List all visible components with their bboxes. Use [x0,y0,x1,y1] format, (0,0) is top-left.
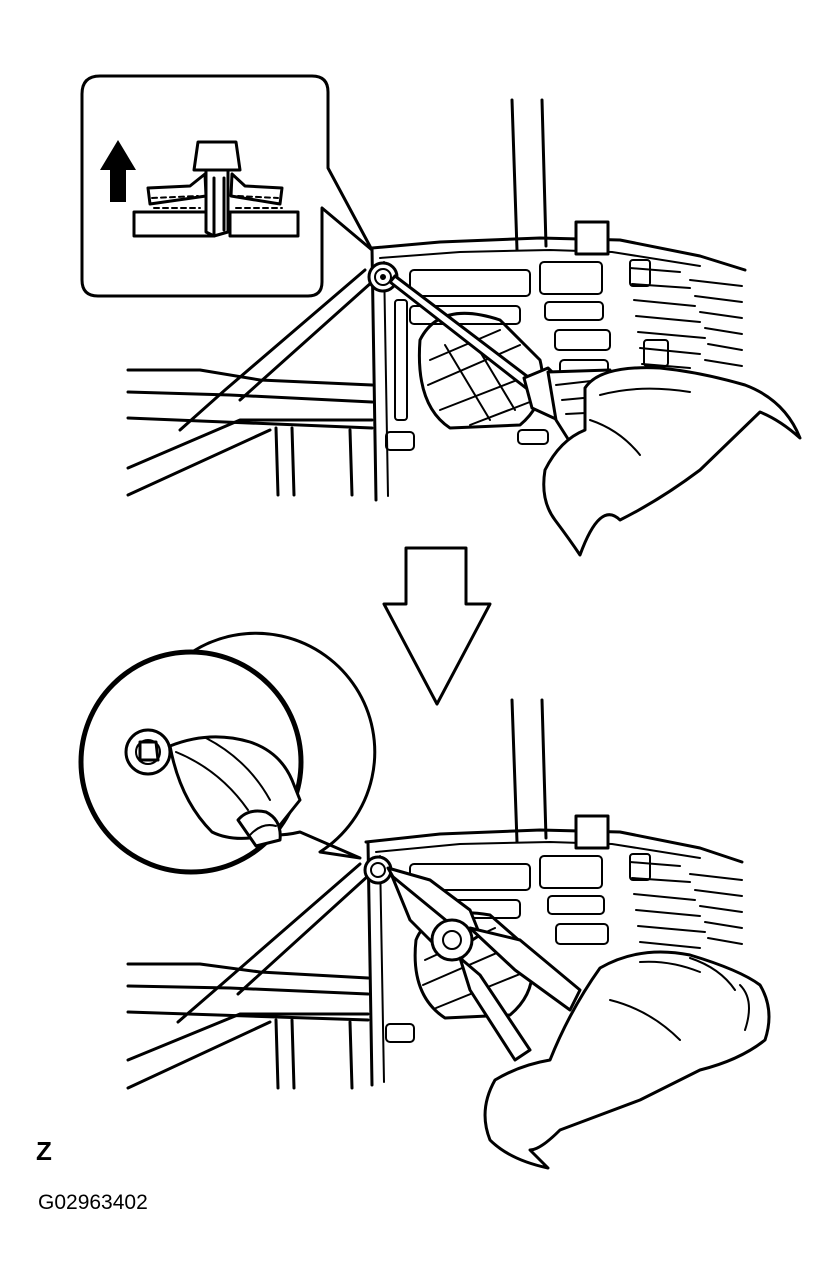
bottom-hand [483,950,771,1170]
clip-cross-section-callout-box [80,74,374,298]
bottom-vertical-pole [510,698,548,844]
pliers-tool [386,866,582,1062]
bottom-support-frame [126,862,370,1090]
top-support-frame [126,268,374,497]
bottom-step-scene [78,631,771,1170]
top-vertical-pole [510,98,548,252]
figure-id-label: G02963402 [38,1191,148,1214]
up-arrow-icon [100,140,136,202]
step-down-arrow-icon [382,546,492,706]
bottom-clip-fastener [363,855,393,885]
top-hand [542,366,802,557]
view-code-label: Z [36,1136,52,1166]
top-step-scene [80,74,802,557]
top-housing-panel [370,220,747,502]
top-vent-opening [417,311,544,430]
pliers-closeup-callout-circle [78,631,377,875]
bottom-housing-panel [364,814,744,1087]
